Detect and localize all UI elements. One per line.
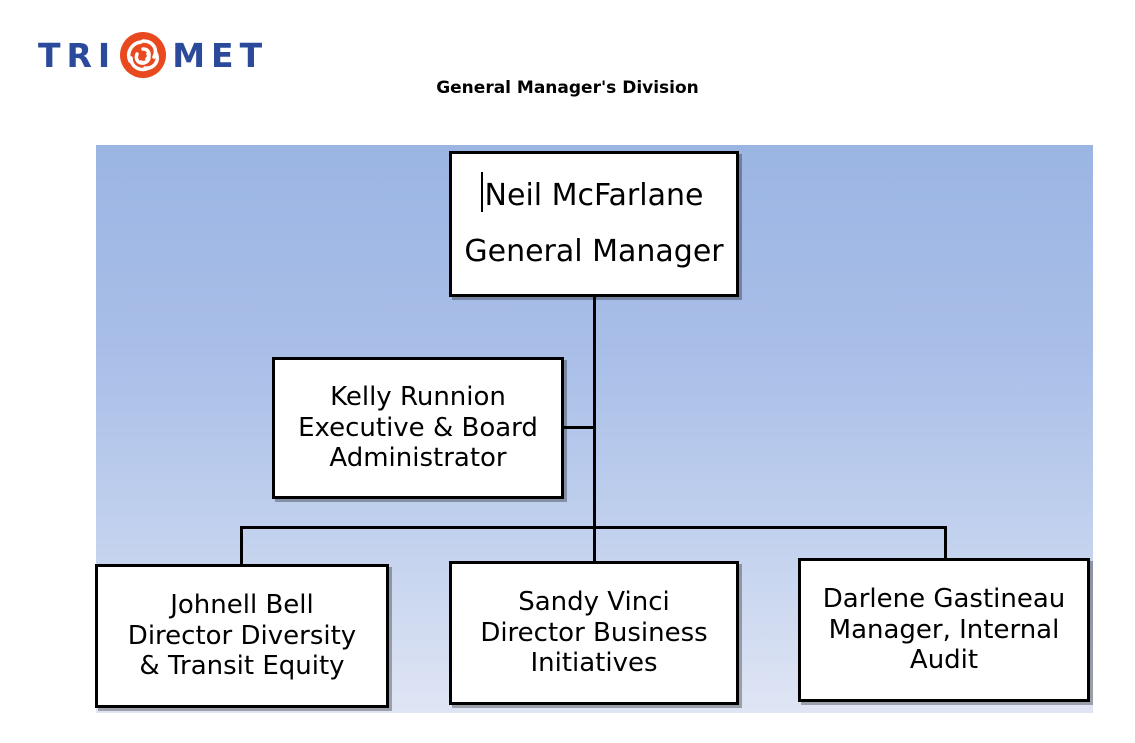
org-node-title: Manager, Internal <box>828 614 1060 645</box>
logo-text-met: MET <box>172 35 269 75</box>
connector-drop-business <box>593 526 596 561</box>
connector-assistant-stub <box>564 426 596 429</box>
org-node-director-diversity-transit-equity[interactable]: Johnell Bell Director Diversity & Transi… <box>95 564 389 708</box>
page-title: General Manager's Division <box>0 78 1135 98</box>
page-title-text: General Manager's Division <box>436 78 699 98</box>
org-node-name: Neil McFarlane <box>484 177 704 213</box>
org-node-director-business-initiatives[interactable]: Sandy Vinci Director Business Initiative… <box>449 561 739 705</box>
org-node-title-line2: & Transit Equity <box>139 651 345 682</box>
org-node-name: Darlene Gastineau <box>822 583 1066 614</box>
org-node-title: General Manager <box>464 234 724 270</box>
org-node-title-line2: Administrator <box>329 443 507 474</box>
trimet-rose-logo-icon <box>120 32 167 78</box>
connector-drop-diversity <box>240 526 243 564</box>
org-node-name: Kelly Runnion <box>330 381 506 412</box>
connector-trunk-gm <box>593 297 596 529</box>
org-node-manager-internal-audit[interactable]: Darlene Gastineau Manager, Internal Audi… <box>798 558 1090 702</box>
org-node-title: Director Business <box>480 617 708 648</box>
org-node-title: Executive & Board <box>298 412 538 443</box>
logo-text-tri: TRI <box>38 35 117 75</box>
trimet-logo: TRI MET <box>38 25 288 85</box>
org-node-title: Director Diversity <box>127 620 357 651</box>
org-node-title-line2: Initiatives <box>530 648 658 679</box>
org-node-name: Sandy Vinci <box>518 586 670 617</box>
org-node-general-manager[interactable]: Neil McFarlane General Manager <box>449 151 739 297</box>
org-node-title-line2: Audit <box>909 645 979 676</box>
connector-drop-audit <box>944 526 947 558</box>
org-node-name: Johnell Bell <box>170 589 314 620</box>
text-caret <box>481 172 483 212</box>
org-node-executive-board-administrator[interactable]: Kelly Runnion Executive & Board Administ… <box>272 357 564 499</box>
